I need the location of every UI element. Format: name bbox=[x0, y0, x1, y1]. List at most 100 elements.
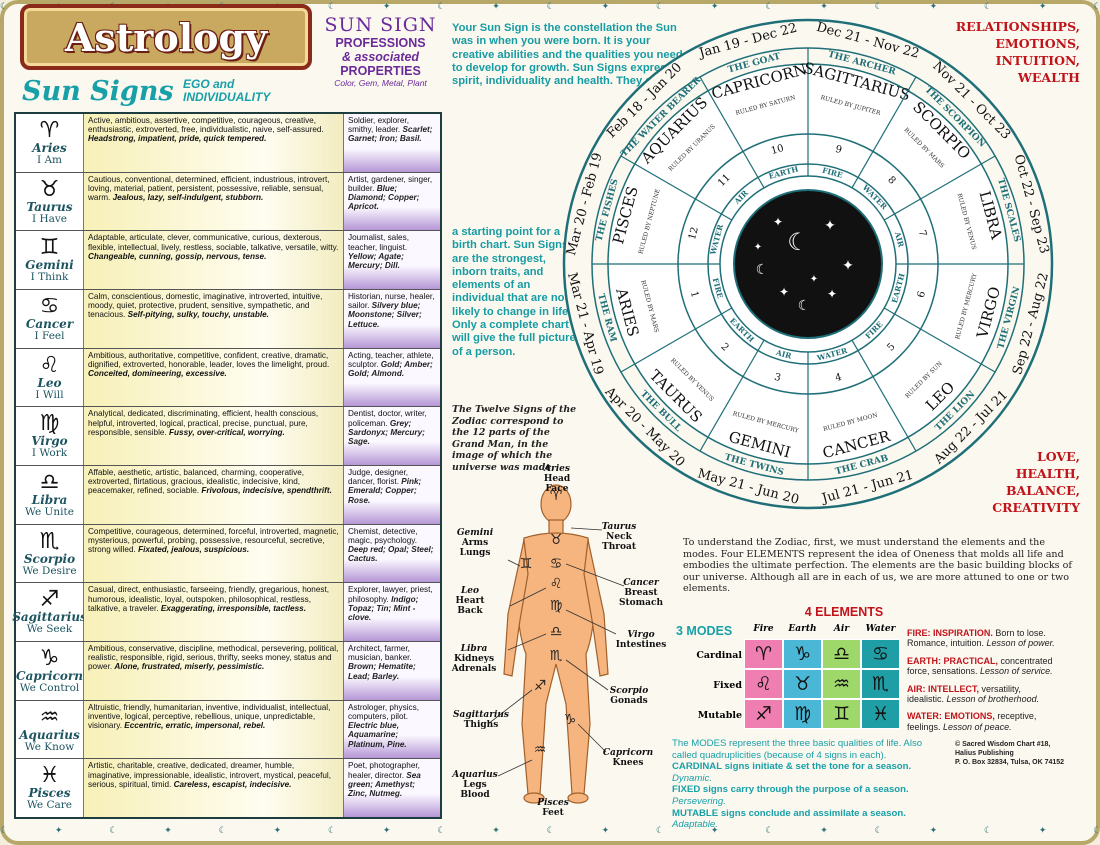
wheel-house-number: 3 bbox=[773, 372, 782, 384]
sign-motto: I Am bbox=[36, 153, 63, 166]
mode-cell-glyph-icon: ♓ bbox=[861, 699, 900, 729]
sign-motto: We Desire bbox=[22, 564, 77, 577]
star-icon: ✦ bbox=[827, 287, 837, 301]
sun-signs-heading: Sun Signs bbox=[22, 76, 174, 107]
sign-name: Sagittarius bbox=[12, 610, 87, 625]
sign-name: Aquarius bbox=[19, 727, 80, 742]
ego-subtitle: EGO and INDIVIDUALITY bbox=[183, 77, 271, 104]
wheel-house-number: 10 bbox=[770, 143, 785, 157]
element-desc-air: AIR: INTELLECT, versatility,idealistic. … bbox=[907, 683, 1040, 705]
elements-intro: To understand the Zodiac, first, we must… bbox=[683, 537, 1072, 595]
sign-motto: I Feel bbox=[34, 329, 65, 342]
modes-title: 3 MODES bbox=[676, 624, 733, 638]
elements-modes-grid: Fire Earth Air Water ♈♑♎♋♌♉♒♏♐♍♊♓ bbox=[744, 624, 900, 729]
sign-name: Cancer bbox=[25, 316, 74, 331]
body-label-aquarius: Aquarius Legs Blood bbox=[452, 770, 498, 800]
wheel-house-number: 12 bbox=[687, 226, 701, 241]
mode-cell-glyph-icon: ♐ bbox=[744, 699, 783, 729]
sun-sign-intro-continued: a starting point for a birth chart. Sun … bbox=[452, 226, 576, 358]
sign-motto: I Have bbox=[31, 212, 68, 225]
sign-traits: Adaptable, articulate, clever, communica… bbox=[84, 231, 344, 290]
sign-motto: I Work bbox=[31, 447, 68, 460]
night-sky-disc bbox=[733, 189, 883, 339]
sign-traits: Cautious, conventional, determined, effi… bbox=[84, 172, 344, 231]
wheel-divider bbox=[851, 76, 917, 189]
sign-traits: Ambitious, authoritative, competitive, c… bbox=[84, 348, 344, 407]
moon-icon: ☾ bbox=[787, 228, 809, 256]
bottom-border-decoration: ☾ ✦ ☾ ✦ ☾ ✦ ☾ ✦ ☾ ✦ ☾ ✦ ☾ ✦ ☾ ✦ ☾ ✦ ☾ ✦ … bbox=[0, 826, 1100, 836]
element-desc-water: WATER: EMOTIONS, receptive,feelings. Les… bbox=[907, 711, 1037, 732]
wheel-divider bbox=[851, 339, 917, 452]
zodiac-glyph-icon: ♏ bbox=[39, 528, 60, 554]
zodiac-glyph-icon: ♋ bbox=[39, 293, 60, 319]
mode-cell-glyph-icon: ♎ bbox=[822, 639, 861, 669]
mode-cell-glyph-icon: ♊ bbox=[822, 699, 861, 729]
sign-traits: Artistic, charitable, creative, dedicate… bbox=[84, 759, 344, 818]
sign-traits: Calm, conscientious, domestic, imaginati… bbox=[84, 290, 344, 348]
star-icon: ✦ bbox=[810, 274, 818, 285]
sign-name: Taurus bbox=[26, 199, 73, 214]
sign-motto: I Will bbox=[35, 388, 64, 401]
wheel-divider bbox=[883, 155, 996, 221]
sign-motto: We Seek bbox=[26, 623, 73, 636]
star-icon: ✦ bbox=[842, 258, 854, 274]
zodiac-glyph-icon: ♌ bbox=[39, 352, 60, 378]
body-label-capricorn: Capricorn Knees bbox=[602, 748, 654, 768]
aries-glyph: ♈ bbox=[550, 488, 563, 504]
mode-row-mutable: ♐♍♊♓ bbox=[744, 699, 900, 729]
sign-motto: I Think bbox=[30, 271, 69, 284]
sign-professions: Soldier, explorer, smithy, leader. Scarl… bbox=[344, 114, 440, 172]
twelve-signs-note: The Twelve Signs of the Zodiac correspon… bbox=[452, 404, 577, 473]
moon-icon: ☾ bbox=[798, 298, 811, 314]
mode-cell-glyph-icon: ♈ bbox=[744, 639, 783, 669]
sign-traits: Casual, direct, enthusiastic, farseeing,… bbox=[84, 583, 344, 642]
body-label-libra: Libra Kidneys Adrenals bbox=[451, 644, 497, 674]
wheel-house-number: 7 bbox=[916, 229, 928, 238]
body-label-scorpio: Scorpio Gonads bbox=[609, 686, 649, 706]
mode-cell-glyph-icon: ♌ bbox=[744, 669, 783, 699]
mode-cell-glyph-icon: ♍ bbox=[783, 699, 822, 729]
page-title: Astrology bbox=[64, 14, 268, 60]
wheel-house-number: 4 bbox=[834, 372, 843, 384]
mode-cell-glyph-icon: ♋ bbox=[861, 639, 900, 669]
cancer-glyph: ♋ bbox=[550, 556, 563, 572]
scorpio-glyph: ♏ bbox=[550, 648, 563, 664]
element-descriptions: FIRE: INSPIRATION. Born to lose.Romance,… bbox=[907, 628, 1087, 739]
body-label-sagittarius: Sagittarius Thighs bbox=[453, 710, 509, 730]
leo-glyph: ♌ bbox=[550, 576, 563, 592]
sign-motto: We Know bbox=[24, 740, 75, 753]
zodiac-glyph-icon: ♒ bbox=[39, 704, 60, 730]
wheel-divider bbox=[699, 339, 765, 452]
sign-name: Libra bbox=[31, 492, 68, 507]
lower-right-themes: LOVE, HEALTH, BALANCE, CREATIVITY bbox=[992, 449, 1080, 515]
elements-title: 4 ELEMENTS bbox=[804, 605, 884, 619]
body-label-pisces: Pisces Feet bbox=[537, 798, 569, 818]
title-banner: Astrology bbox=[20, 4, 312, 70]
sign-motto: We Care bbox=[26, 799, 72, 812]
sagittarius-glyph: ♐ bbox=[534, 678, 547, 694]
body-label-virgo: Virgo Intestines bbox=[615, 630, 667, 650]
capricorn-glyph: ♑ bbox=[564, 712, 577, 728]
element-header-row: Fire Earth Air Water bbox=[753, 624, 896, 634]
sign-professions: Dentist, doctor, writer, policeman. Grey… bbox=[344, 407, 440, 466]
sign-professions: Historian, nurse, healer, sailor. Silver… bbox=[344, 290, 440, 348]
sun-sign-intro: Your Sun Sign is the constellation the S… bbox=[452, 22, 683, 88]
sign-professions: Journalist, sales, teacher, linguist. Ye… bbox=[344, 231, 440, 290]
wheel-house-number: 1 bbox=[688, 290, 700, 299]
